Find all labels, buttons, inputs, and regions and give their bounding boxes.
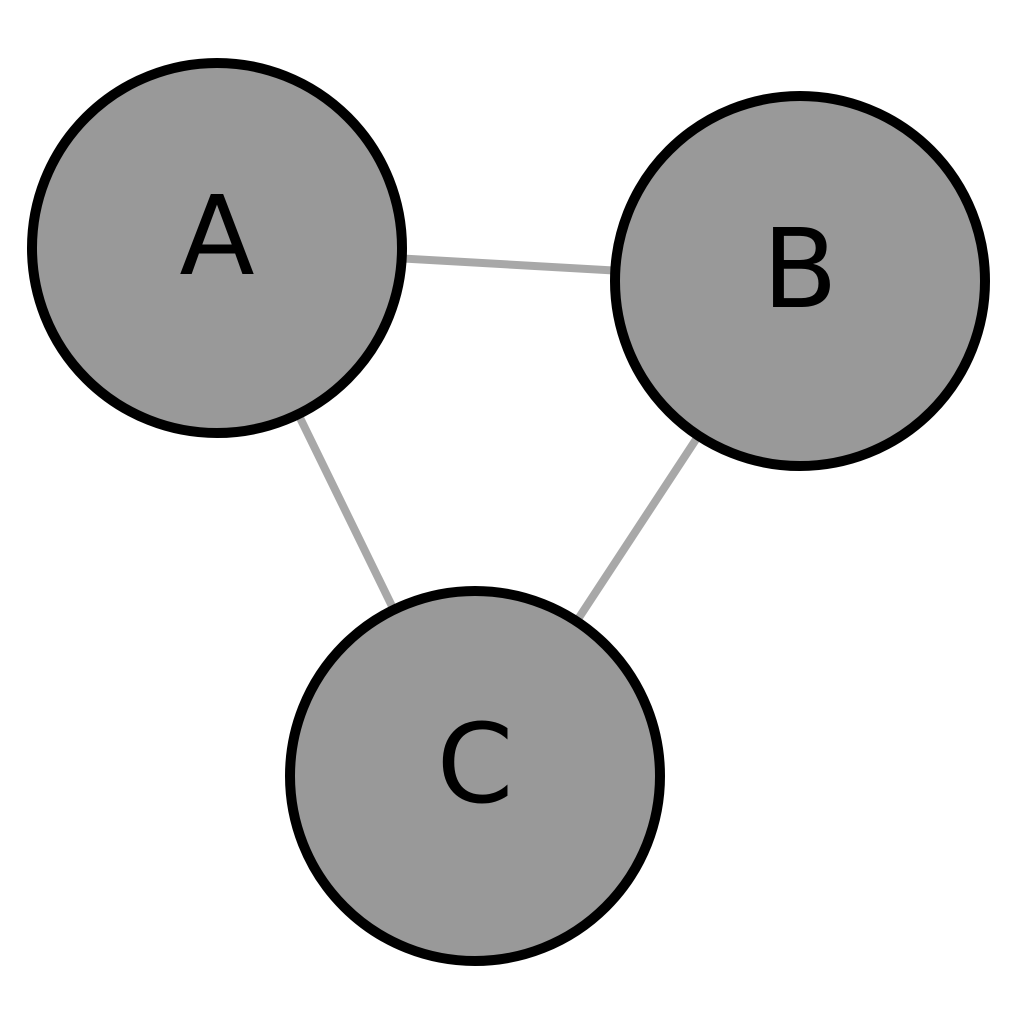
node-c[interactable] — [285, 586, 665, 966]
node-b[interactable] — [610, 91, 990, 471]
node-a[interactable] — [27, 58, 407, 438]
